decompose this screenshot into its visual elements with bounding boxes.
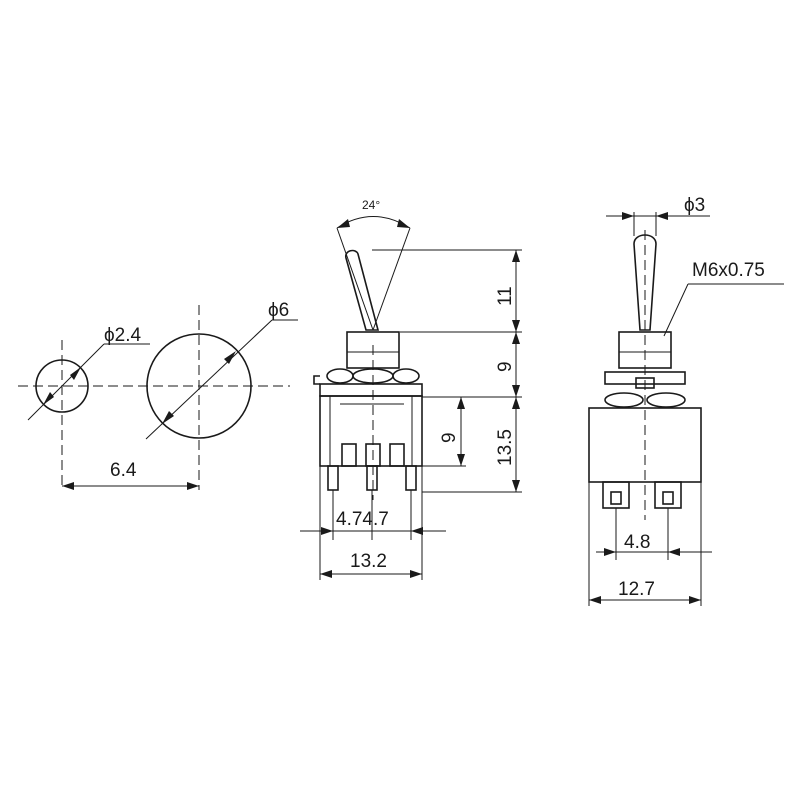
side-pin-pitch-label: 4.8 — [624, 532, 650, 553]
small-hole-diameter-label: ϕ2.4 — [104, 325, 141, 346]
nut-right — [392, 368, 420, 384]
large-hole-arrow — [224, 351, 236, 364]
small-hole-leader — [27, 343, 105, 421]
terminal-top — [341, 443, 357, 467]
small-hole-arrow — [43, 392, 54, 405]
large-hole-arrow — [162, 411, 174, 424]
terminal-pin — [366, 465, 378, 491]
front-terminals — [327, 443, 417, 491]
large-hole-diameter-label: ϕ6 — [268, 300, 289, 321]
side-body — [588, 407, 702, 483]
angle-arrow — [337, 219, 350, 228]
hole-spacing-label: 6.4 — [110, 460, 137, 481]
bushing-height-label: 9 — [495, 361, 516, 372]
small-hole-arrow — [70, 367, 81, 380]
dim-arrow — [604, 548, 616, 556]
angle-ray-right — [372, 227, 411, 331]
dim-arrow — [512, 397, 520, 409]
angle-ray-left — [336, 227, 374, 331]
thread-leader — [663, 283, 689, 337]
front-view: 24° — [300, 198, 522, 580]
hole-spacing-arrow — [62, 482, 74, 490]
dim-arrow — [457, 454, 465, 466]
terminal-height-label: 9 — [439, 432, 460, 443]
dim-arrow — [512, 320, 520, 332]
dim-arrow — [622, 212, 634, 220]
mounting-plate — [319, 383, 423, 397]
dim-arrow — [320, 570, 332, 578]
angle-arrow — [397, 219, 410, 228]
plate-tab — [313, 375, 320, 385]
side-view: ϕ3 M6x0.75 4.8 — [588, 195, 784, 606]
lever — [345, 249, 380, 331]
terminal-pin — [327, 465, 339, 491]
side-terminal-hole — [662, 491, 674, 505]
side-bushing — [618, 331, 672, 369]
side-terminals — [602, 481, 682, 509]
bushing — [346, 331, 400, 369]
dim-arrow — [411, 527, 423, 535]
body-height-label: 13.5 — [495, 429, 516, 466]
terminal-pin — [405, 465, 417, 491]
dim-arrow — [512, 385, 520, 397]
dim-arrow — [410, 570, 422, 578]
terminal-top — [389, 443, 405, 467]
dim-arrow — [512, 480, 520, 492]
small-hole — [35, 359, 89, 413]
lever-diameter-label: ϕ3 — [684, 195, 705, 216]
large-hole — [146, 333, 252, 439]
front-body-width-label: 13.2 — [350, 551, 387, 572]
dim-arrow — [457, 397, 465, 409]
thread-label: M6x0.75 — [692, 260, 765, 281]
side-terminal-hole — [610, 491, 622, 505]
dim-arrow — [668, 548, 680, 556]
side-key — [635, 377, 655, 389]
dim-arrow — [656, 212, 668, 220]
side-washer-left — [604, 392, 644, 408]
side-lever — [633, 234, 657, 331]
front-pin-pitch-label: 4.74.7 — [336, 509, 389, 530]
dim-arrow — [689, 596, 701, 604]
dim-arrow — [321, 527, 333, 535]
mounting-holes: ϕ2.4 ϕ6 6.4 — [18, 300, 298, 490]
dim-arrow — [512, 332, 520, 344]
dim-arrow — [512, 250, 520, 262]
nut-left — [326, 368, 354, 384]
lever-angle-label: 24° — [362, 198, 380, 212]
side-body-width-label: 12.7 — [618, 579, 655, 600]
lever-height-label: 11 — [495, 286, 516, 306]
dim-arrow — [589, 596, 601, 604]
side-washer-right — [646, 392, 686, 408]
side-nut — [604, 371, 686, 385]
switch-body — [319, 395, 423, 467]
hole-spacing-arrow — [187, 482, 199, 490]
